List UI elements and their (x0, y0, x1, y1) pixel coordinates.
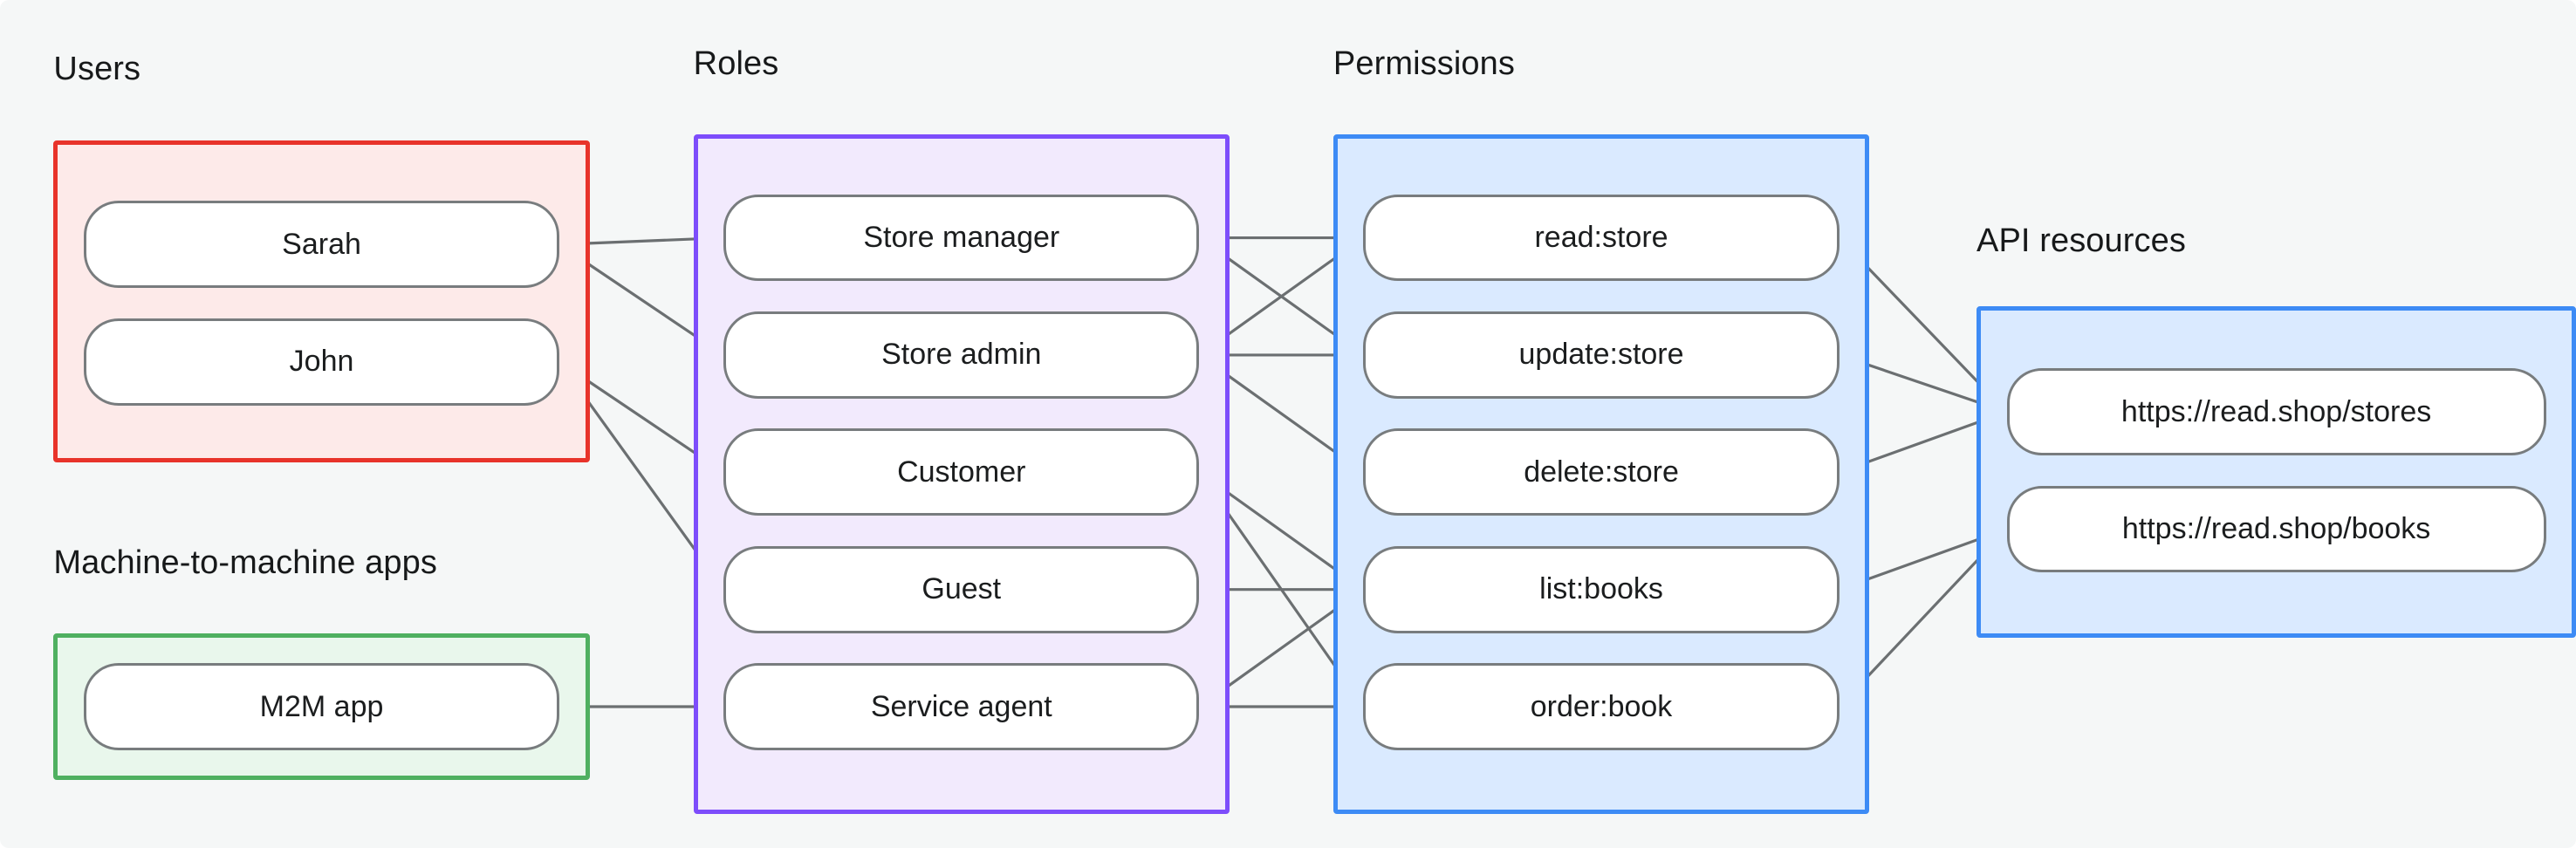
node-resbooks[interactable]: https://read.shop/books (2006, 485, 2546, 573)
node-resstores[interactable]: https://read.shop/stores (2006, 368, 2546, 456)
group-label-permissions: Permissions (1333, 44, 1515, 82)
node-orderbook[interactable]: order:book (1363, 663, 1840, 750)
group-label-users: Users (53, 50, 141, 87)
node-listbooks[interactable]: list:books (1363, 545, 1840, 633)
node-storeadmin[interactable]: Store admin (723, 311, 1200, 399)
node-guest[interactable]: Guest (723, 545, 1200, 633)
node-storemanager[interactable]: Store manager (723, 194, 1200, 282)
node-serviceagent[interactable]: Service agent (723, 663, 1200, 750)
group-box-apiresources (1977, 306, 2576, 639)
node-customer[interactable]: Customer (723, 428, 1200, 516)
node-m2mapp[interactable]: M2M app (83, 663, 560, 750)
group-label-m2m: Machine-to-machine apps (53, 544, 437, 581)
node-sarah[interactable]: Sarah (83, 201, 560, 289)
group-label-roles: Roles (693, 44, 779, 82)
group-box-users (53, 140, 590, 462)
node-readstore[interactable]: read:store (1363, 194, 1840, 282)
node-updatestore[interactable]: update:store (1363, 311, 1840, 399)
node-john[interactable]: John (83, 318, 560, 406)
node-deletestore[interactable]: delete:store (1363, 428, 1840, 516)
group-label-apiresources: API resources (1977, 222, 2186, 260)
